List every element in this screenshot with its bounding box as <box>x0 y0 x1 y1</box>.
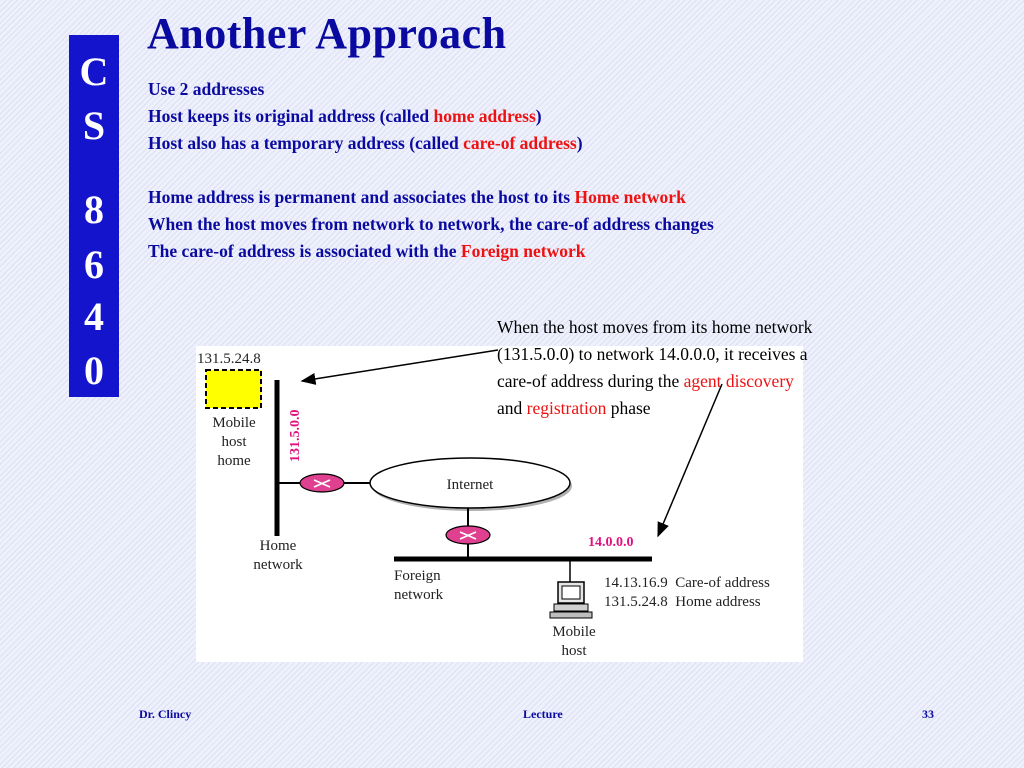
explanation-note: When the host moves from its home networ… <box>497 317 813 418</box>
bullet-list: Use 2 addresses Host keeps its original … <box>148 76 908 265</box>
diagram-drawing <box>205 369 652 619</box>
mobile-host-home-box <box>205 369 262 409</box>
foreign-network-address: 14.0.0.0 <box>588 535 634 550</box>
course-code-char: 8 <box>84 187 104 232</box>
bullet-line: Home address is permanent and associates… <box>148 187 686 207</box>
home-network-address: 131.5.0.0 <box>288 409 303 463</box>
footer-lecture: Lecture <box>523 707 563 721</box>
bullet-line: The care-of address is associated with t… <box>148 241 586 261</box>
foreign-network-label: Foreign network <box>394 568 444 603</box>
footer-author: Dr. Clincy <box>139 707 192 721</box>
home-address-entry: 131.5.24.8 Home address <box>604 594 761 610</box>
mobile-host-label: Mobile host <box>552 624 596 659</box>
home-network-label: Home network <box>253 538 303 573</box>
mobile-host-home-label: Mobile host home <box>212 415 256 469</box>
course-code-char: 0 <box>84 348 104 393</box>
bullet-line: Use 2 addresses <box>148 79 265 99</box>
slide-title: Another Approach <box>147 9 507 58</box>
footer-page-number: 33 <box>922 707 934 721</box>
course-code-char: S <box>82 103 106 148</box>
internet-cloud <box>369 457 571 509</box>
course-code-char: 4 <box>84 294 104 339</box>
bullet-line: Host keeps its original address (called … <box>148 106 542 126</box>
course-code-char: C <box>79 49 109 94</box>
course-code-char: 6 <box>84 242 104 287</box>
home-ip-label: 131.5.24.8 <box>197 351 261 367</box>
bullet-line: When the host moves from network to netw… <box>148 214 714 234</box>
course-code-box: C S 8 6 4 0 <box>69 35 119 397</box>
care-of-address-entry: 14.13.16.9 Care-of address <box>604 575 770 591</box>
bullet-line: Host also has a temporary address (calle… <box>148 133 583 153</box>
internet-label: Internet <box>446 477 494 493</box>
